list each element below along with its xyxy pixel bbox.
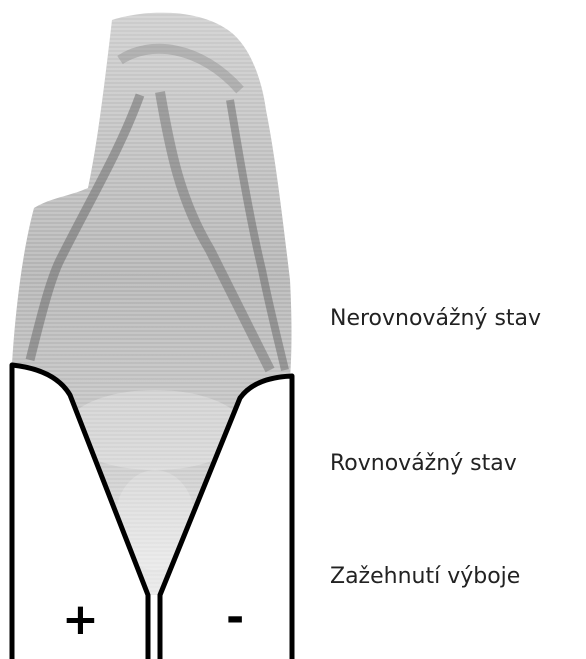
anode-sign: +	[62, 598, 99, 642]
label-discharge-ignition: Zažehnutí výboje	[330, 566, 520, 588]
label-nonequilibrium-state: Nerovnovážný stav	[330, 308, 541, 330]
label-equilibrium-state: Rovnovážný stav	[330, 453, 517, 475]
cathode-sign: -	[226, 596, 244, 640]
